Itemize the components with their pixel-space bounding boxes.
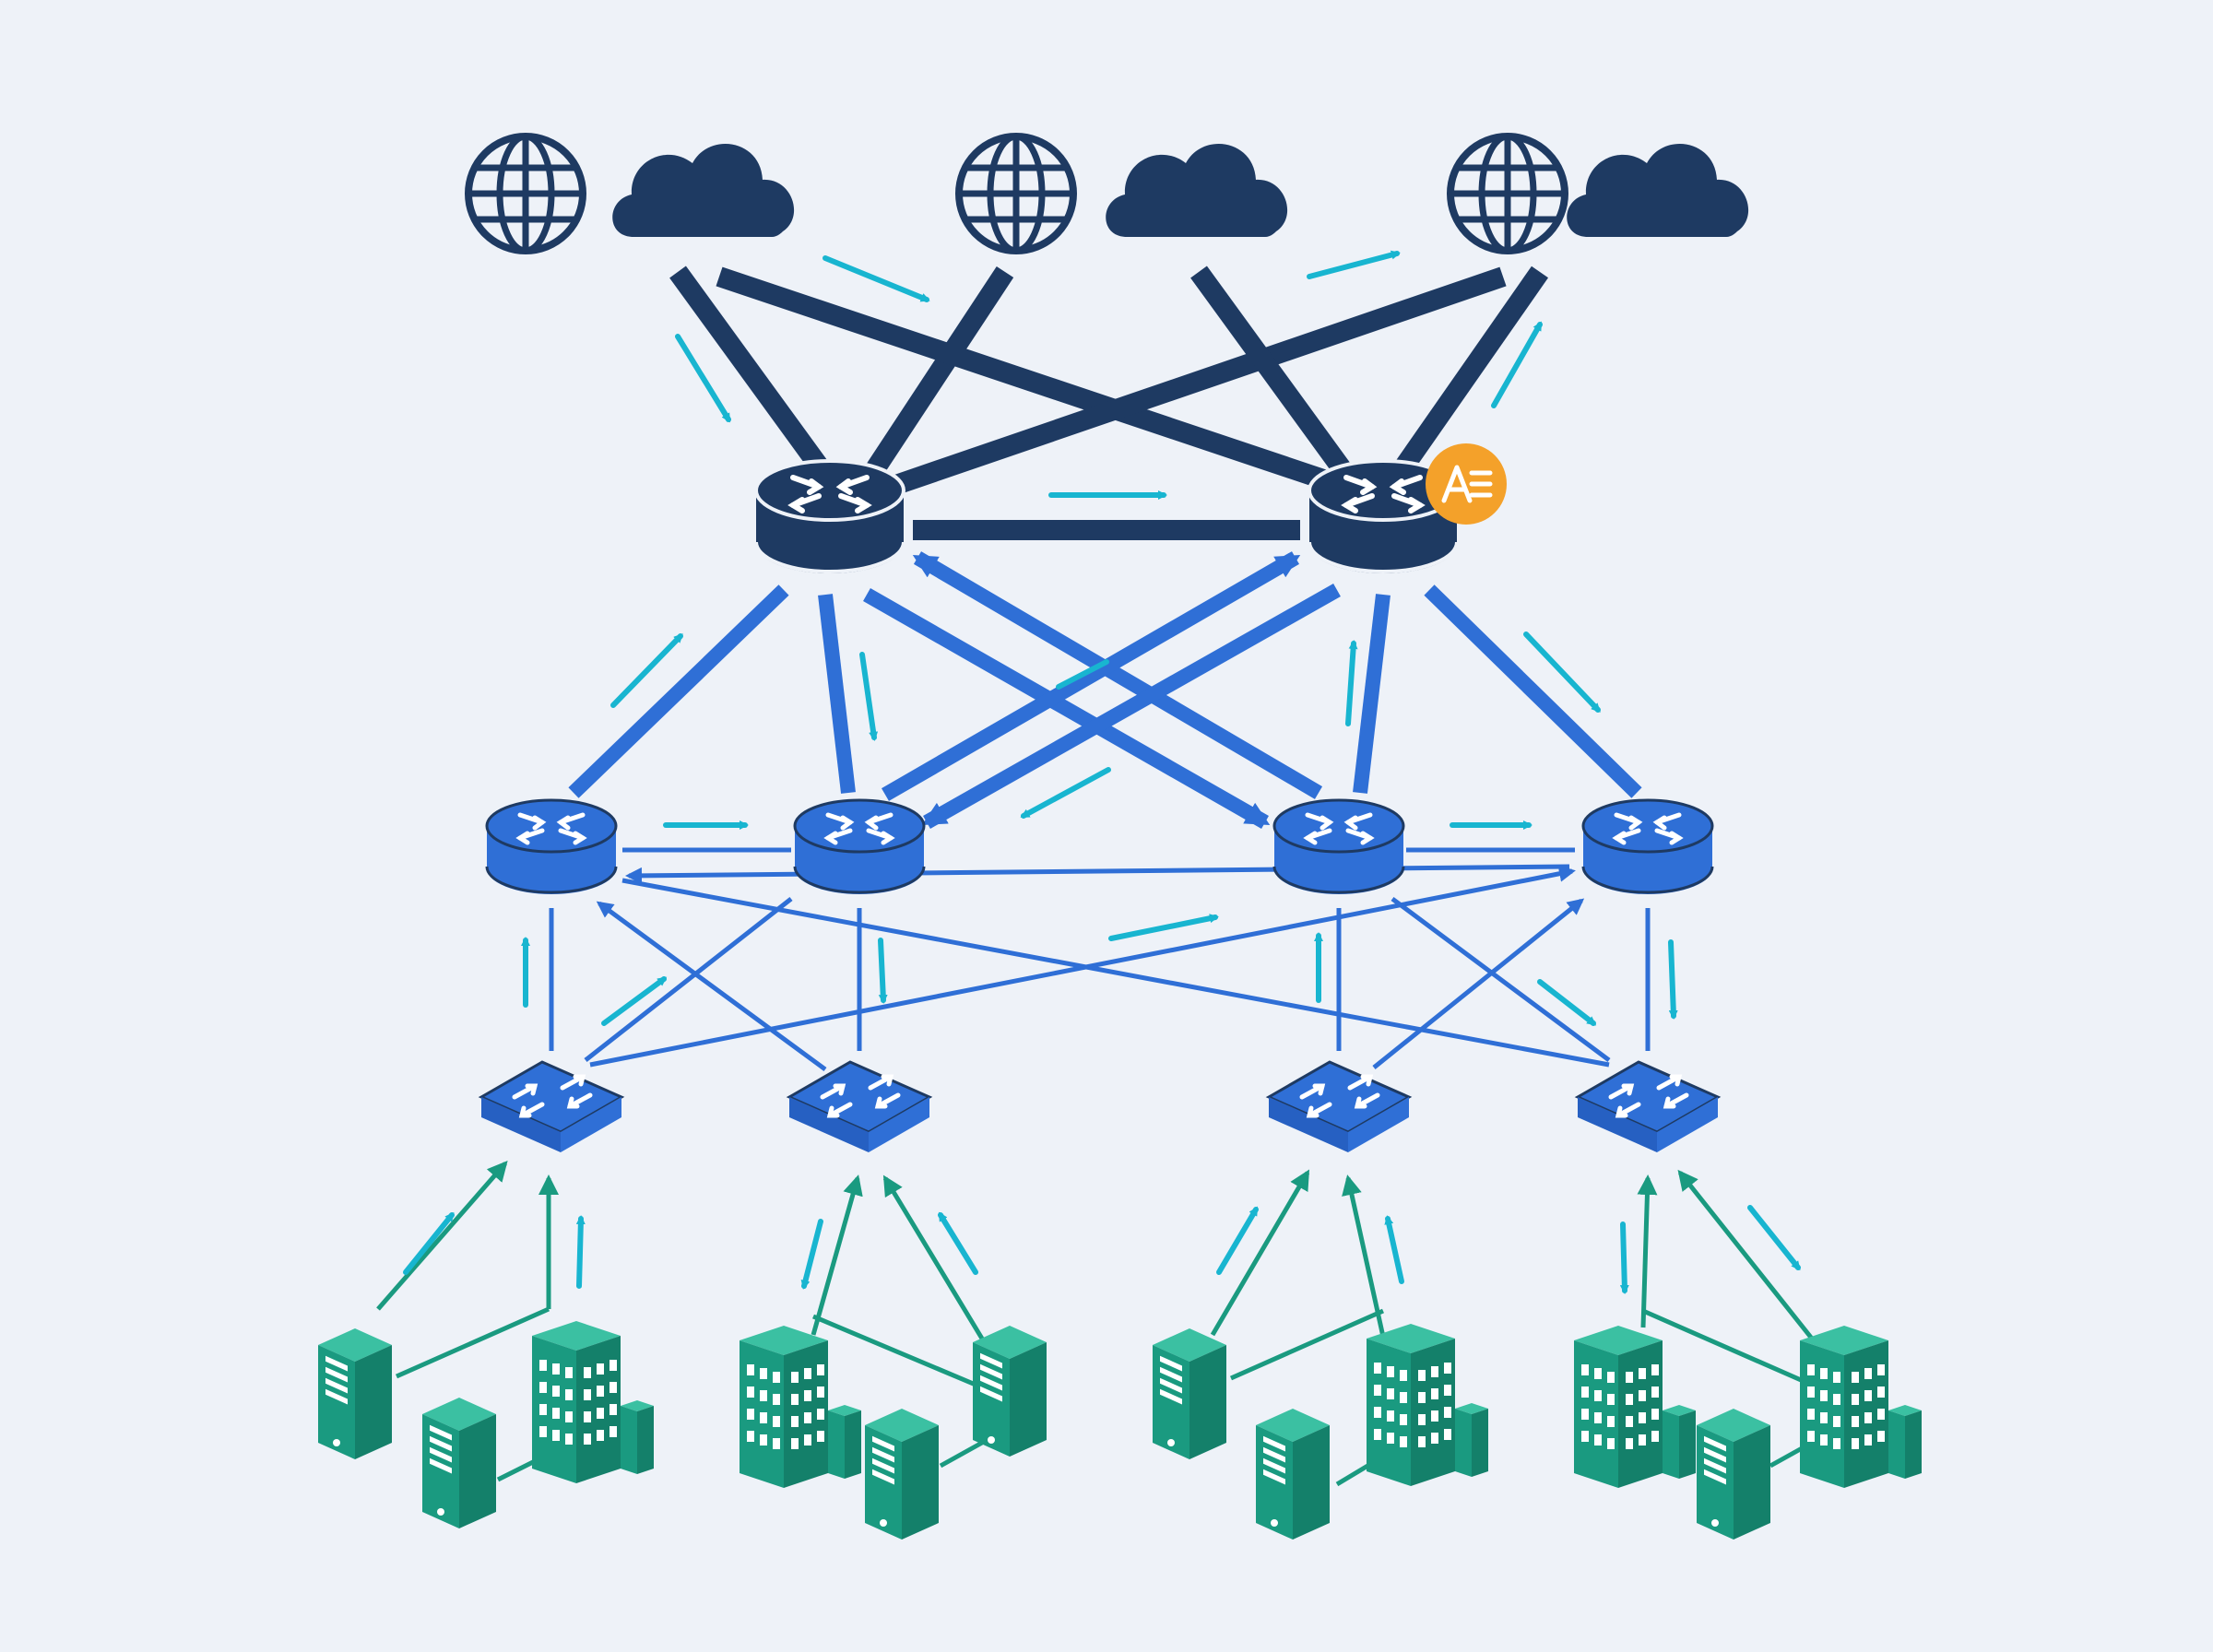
- traffic-arrow: [1384, 1215, 1404, 1284]
- server-icon[interactable]: [865, 1409, 939, 1540]
- core-to-distribution-links: [568, 551, 1642, 829]
- server-icon[interactable]: [1153, 1328, 1226, 1459]
- link-core2-dist2: [921, 584, 1341, 829]
- link-g1-c: [395, 1306, 550, 1379]
- link-dist1-sw4: [621, 878, 1610, 1068]
- cloud-icon: [612, 143, 795, 237]
- link-left-x-a: [669, 266, 834, 481]
- link-g3-c: [1229, 1308, 1385, 1381]
- traffic-arrow: [610, 633, 683, 708]
- link-sw1-dist2: [584, 897, 793, 1062]
- office-building-icon[interactable]: [1367, 1324, 1488, 1486]
- traffic-arrow: [1537, 979, 1597, 1026]
- server-icon[interactable]: [1697, 1409, 1770, 1540]
- switch-icon[interactable]: [1269, 1062, 1409, 1152]
- server-icon[interactable]: [1256, 1409, 1330, 1540]
- router-icon[interactable]: [1274, 800, 1403, 894]
- traffic-arrow: [1307, 250, 1401, 279]
- link-g2-a: [811, 1174, 863, 1336]
- globe-icon: [959, 136, 1073, 251]
- traffic-arrow: [1216, 1206, 1259, 1275]
- link-sw2-dist1: [596, 901, 827, 1072]
- traffic-arrow: [1056, 659, 1109, 690]
- traffic-arrow: [878, 938, 888, 1004]
- link-dist4-dist1: [625, 864, 1570, 884]
- link-g3-b: [1342, 1174, 1386, 1338]
- link-g1-a: [376, 1160, 508, 1311]
- router-icon[interactable]: [795, 800, 924, 894]
- link-sw4-dist3: [1391, 896, 1611, 1063]
- switch-icon[interactable]: [789, 1062, 929, 1152]
- link-cross-a: [716, 266, 1341, 494]
- traffic-arrow: [675, 334, 731, 423]
- server-icon[interactable]: [318, 1328, 392, 1459]
- traffic-arrow: [1619, 1221, 1629, 1294]
- router-icon[interactable]: [487, 800, 616, 894]
- router-icon[interactable]: [1583, 800, 1712, 894]
- core-router-icon[interactable]: [756, 461, 904, 573]
- link-g3-a: [1210, 1169, 1310, 1337]
- link-core2-dist4: [1424, 584, 1642, 798]
- distribution-mesh-links: [549, 847, 1651, 1072]
- access-to-endpoint-links: [376, 1160, 1814, 1487]
- link-core1-dist1: [568, 584, 789, 798]
- link-cross-b: [882, 266, 1507, 499]
- server-icon[interactable]: [422, 1398, 496, 1528]
- office-building-icon[interactable]: [532, 1321, 654, 1483]
- link-g4-b: [1677, 1169, 1814, 1340]
- alert-icon[interactable]: [1426, 443, 1507, 525]
- server-icon[interactable]: [973, 1326, 1047, 1457]
- traffic-arrow: [859, 652, 879, 741]
- link-right-x-a: [1190, 266, 1355, 481]
- link-left-x-b: [862, 266, 1014, 481]
- link-right-x-b: [1392, 266, 1549, 477]
- switch-icon[interactable]: [1578, 1062, 1718, 1152]
- traffic-arrow: [1345, 640, 1358, 726]
- link-dist2-core2: [881, 551, 1301, 801]
- globe-icon: [1450, 136, 1565, 251]
- link-g2-d: [939, 1440, 984, 1469]
- link-sw3-dist4: [1372, 898, 1585, 1069]
- globe-icon: [468, 136, 583, 251]
- office-building-icon[interactable]: [1800, 1326, 1922, 1488]
- traffic-arrow: [1523, 631, 1601, 713]
- switch-icon[interactable]: [481, 1062, 621, 1152]
- traffic-arrow: [800, 1219, 823, 1290]
- office-building-icon[interactable]: [1574, 1326, 1696, 1488]
- traffic-arrow: [1020, 767, 1111, 819]
- traffic-arrow: [1668, 939, 1678, 1020]
- endpoint-group-3: [1153, 1324, 1488, 1540]
- traffic-arrow: [822, 255, 930, 302]
- core-tier: [756, 443, 1507, 573]
- traffic-arrow: [938, 1211, 978, 1275]
- cloud-icon: [1567, 143, 1749, 237]
- traffic-arrows: [403, 250, 1801, 1294]
- traffic-arrow: [575, 1215, 586, 1289]
- cloud-icon: [1106, 143, 1288, 237]
- endpoint-group-2: [740, 1326, 1047, 1540]
- traffic-arrow: [1108, 914, 1219, 941]
- link-core2-dist3: [1353, 594, 1391, 794]
- link-dist3-core1: [912, 551, 1323, 799]
- traffic-arrow: [403, 1211, 455, 1275]
- office-building-icon[interactable]: [740, 1326, 861, 1488]
- link-g4-a: [1637, 1174, 1658, 1328]
- link-g2-c: [812, 1314, 983, 1390]
- link-g2-b: [882, 1174, 985, 1340]
- core-links: [669, 266, 1549, 540]
- link-g4-c: [1641, 1308, 1809, 1386]
- link-core1-dist3: [863, 588, 1271, 829]
- traffic-arrow: [1747, 1205, 1801, 1271]
- traffic-arrow: [601, 976, 668, 1026]
- link-core1-dist2: [818, 594, 856, 794]
- traffic-arrow: [1491, 321, 1543, 408]
- internet-tier: [468, 136, 1749, 251]
- endpoint-group-1: [318, 1321, 654, 1528]
- access-tier: [481, 1062, 1718, 1152]
